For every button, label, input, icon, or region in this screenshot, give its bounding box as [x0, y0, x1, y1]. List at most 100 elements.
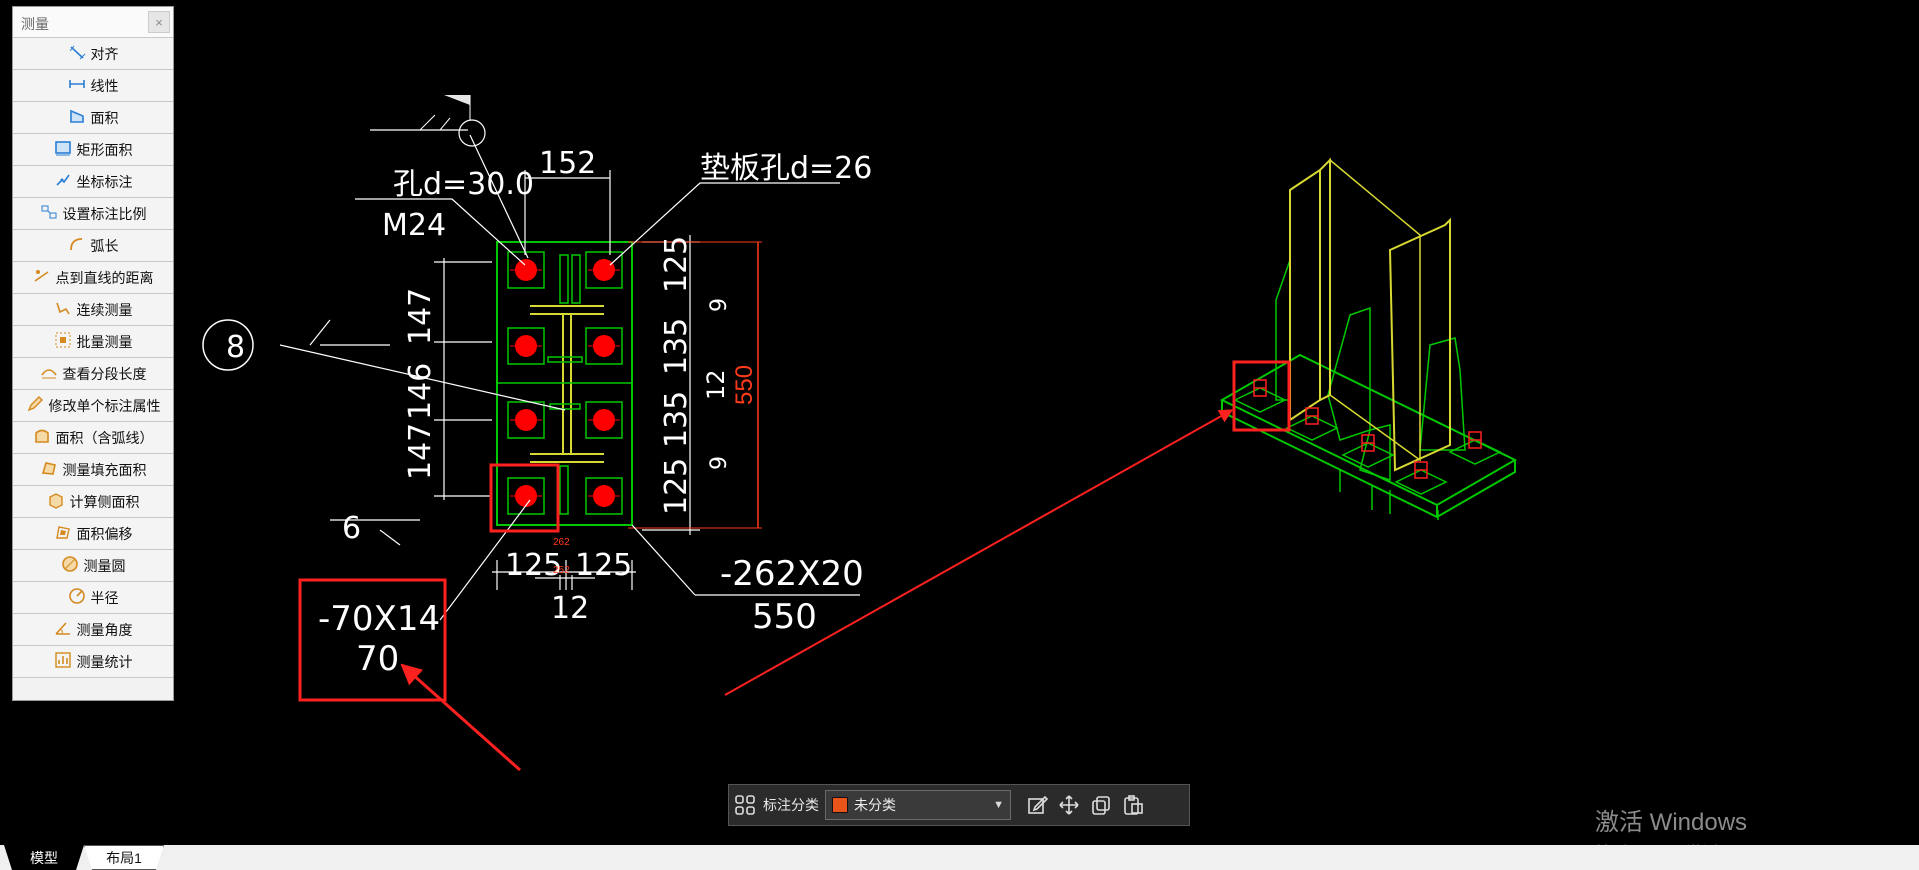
tool-fill-area[interactable]: 测量填充面积	[13, 454, 173, 486]
tool-side-area[interactable]: 计算侧面积	[13, 486, 173, 518]
overall-height: 550	[731, 365, 758, 405]
tool-arc-length[interactable]: 弧长	[13, 230, 173, 262]
left-dim-1: 147	[403, 288, 438, 345]
category-label: 标注分类	[763, 797, 819, 813]
tool-list: 对齐线性面积矩形面积坐标标注设置标注比例弧长点到直线的距离连续测量批量测量查看分…	[13, 38, 173, 678]
washer-spec: -70X14	[318, 599, 440, 639]
measure-panel: 测量 × 对齐线性面积矩形面积坐标标注设置标注比例弧长点到直线的距离连续测量批量…	[12, 6, 174, 701]
bottom-small-262: 262	[553, 537, 570, 548]
copy-icon[interactable]	[1085, 789, 1117, 821]
top-dim: 152	[539, 146, 596, 181]
right-dim-2: 135	[659, 318, 694, 375]
washer-length: 70	[356, 639, 399, 679]
washer-plate	[585, 401, 623, 439]
washer-plate	[507, 477, 545, 515]
tool-statistics[interactable]: 测量统计	[13, 646, 173, 678]
right-dim-4: 135	[659, 391, 694, 448]
tool-label: 测量圆	[83, 557, 126, 574]
measure-circle-icon	[61, 555, 84, 576]
plate-spec: -262X20	[720, 554, 864, 594]
tool-label: 对齐	[90, 45, 119, 62]
tool-angle[interactable]: 测量角度	[13, 614, 173, 646]
drawing-canvas[interactable]: 孔d=30.0 M24 垫板孔d=26 152 8 6 -262X20 550 …	[0, 0, 1919, 845]
edit-annotation-icon	[26, 395, 49, 416]
tool-label: 批量测量	[76, 333, 133, 350]
left-dim-3: 147	[403, 423, 438, 480]
tool-label: 测量统计	[76, 653, 133, 670]
tool-batch-measure[interactable]: 批量测量	[13, 326, 173, 358]
tool-label: 连续测量	[76, 301, 133, 318]
radius-icon	[68, 587, 91, 608]
close-icon[interactable]: ×	[148, 11, 170, 33]
tool-label: 测量填充面积	[62, 461, 147, 478]
tool-label: 线性	[90, 77, 119, 94]
linear-dimension-icon	[68, 75, 91, 96]
coordinate-icon	[54, 171, 77, 192]
tool-label: 查看分段长度	[62, 365, 147, 382]
tool-label: 半径	[90, 589, 119, 606]
side-area-icon	[47, 491, 70, 512]
batch-measure-icon	[54, 331, 77, 352]
right-dim-5: 125	[659, 458, 694, 515]
tool-label: 修改单个标注属性	[48, 397, 161, 414]
tool-point-line-distance[interactable]: 点到直线的距离	[13, 262, 173, 294]
grid-icon[interactable]	[729, 789, 761, 821]
tool-continuous-measure[interactable]: 连续测量	[13, 294, 173, 326]
tool-label: 面积	[90, 109, 119, 126]
web-dim: 12	[551, 591, 589, 626]
chevron-down-icon: ▼	[993, 799, 1004, 811]
category-value: 未分类	[854, 797, 896, 813]
continuous-measure-icon	[54, 299, 77, 320]
washer-plate	[585, 477, 623, 515]
tool-rect-area[interactable]: 矩形面积	[13, 134, 173, 166]
tool-linear-dimension[interactable]: 线性	[13, 70, 173, 102]
rect-area-icon	[54, 139, 77, 160]
hole-label: 孔d=30.0	[393, 167, 534, 202]
tool-segment-length[interactable]: 查看分段长度	[13, 358, 173, 390]
tool-radius[interactable]: 半径	[13, 582, 173, 614]
tool-scale[interactable]: 设置标注比例	[13, 198, 173, 230]
base-plate-drawing: 孔d=30.0 M24 垫板孔d=26 152 8 6 -262X20 550 …	[202, 95, 872, 679]
scale-icon	[40, 203, 63, 224]
category-color-swatch	[832, 797, 848, 813]
angle-icon	[54, 619, 77, 640]
panel-header: 测量 ×	[13, 7, 173, 38]
segment-length-icon	[40, 363, 63, 384]
washer-plate	[507, 401, 545, 439]
tool-aligned-dimension[interactable]: 对齐	[13, 38, 173, 70]
tool-label: 矩形面积	[76, 141, 133, 158]
area-arc-icon	[33, 427, 56, 448]
area-icon	[68, 107, 91, 128]
tool-measure-circle[interactable]: 测量圆	[13, 550, 173, 582]
tool-label: 弧长	[90, 237, 119, 254]
right-small-1: 9	[707, 298, 732, 312]
area-offset-icon	[54, 523, 77, 544]
tool-area[interactable]: 面积	[13, 102, 173, 134]
fill-area-icon	[40, 459, 63, 480]
tool-area-arc[interactable]: 面积（含弧线）	[13, 422, 173, 454]
weld-size: 6	[342, 511, 361, 546]
statistics-icon	[54, 651, 77, 672]
tool-label: 面积（含弧线）	[55, 429, 154, 446]
tool-label: 点到直线的距离	[55, 269, 154, 286]
weld-mark: 8	[226, 330, 245, 365]
move-icon[interactable]	[1053, 789, 1085, 821]
tool-edit-annotation[interactable]: 修改单个标注属性	[13, 390, 173, 422]
bolt-label: M24	[382, 208, 446, 243]
tool-area-offset[interactable]: 面积偏移	[13, 518, 173, 550]
washer-plate	[585, 327, 623, 365]
category-select[interactable]: 未分类 ▼	[825, 790, 1011, 820]
edit-icon[interactable]	[1021, 789, 1053, 821]
bottom-dim-right: 125	[575, 548, 632, 583]
3d-model	[1219, 157, 1518, 520]
right-dim-3: 12	[702, 369, 730, 400]
washer-plate	[507, 251, 545, 289]
washer-plate	[507, 327, 545, 365]
bottom-dim-left: 125	[505, 548, 562, 583]
tool-label: 设置标注比例	[62, 205, 147, 222]
tool-coordinate[interactable]: 坐标标注	[13, 166, 173, 198]
tab-layout1[interactable]: 布局1	[84, 845, 164, 870]
tab-model[interactable]: 模型	[4, 845, 84, 870]
washer-hole-label: 垫板孔d=26	[700, 151, 872, 186]
paste-icon[interactable]	[1117, 789, 1149, 821]
